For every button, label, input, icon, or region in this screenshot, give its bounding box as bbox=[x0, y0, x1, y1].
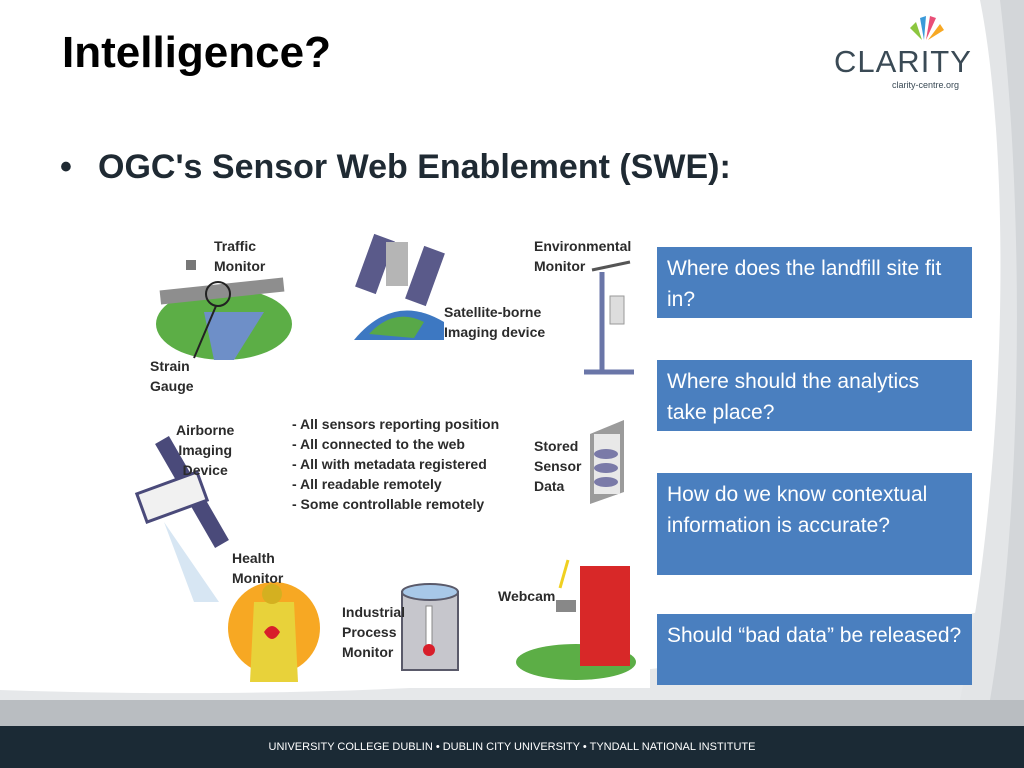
label-strain-gauge-text: Strain Gauge bbox=[150, 358, 194, 394]
label-health-monitor-text: Health Monitor bbox=[232, 550, 284, 586]
traffic-monitor-illustration bbox=[156, 260, 292, 360]
satellite-illustration bbox=[354, 233, 445, 340]
health-monitor-illustration bbox=[228, 582, 320, 682]
label-satellite-text: Satellite-borne Imaging device bbox=[444, 304, 546, 340]
question-box-landfill: Where does the landfill site fit in? bbox=[657, 247, 972, 318]
label-environmental-monitor-text: Environmental Monitor bbox=[534, 238, 632, 274]
webcam-illustration bbox=[516, 559, 636, 680]
label-health-monitor: Health Monitor bbox=[232, 548, 283, 588]
label-airborne-text: Airborne Imaging Device bbox=[176, 422, 235, 478]
label-industrial-text: Industrial Process Monitor bbox=[342, 604, 406, 660]
logo-url: clarity-centre.org bbox=[892, 80, 960, 90]
question-box-analytics: Where should the analytics take place? bbox=[657, 360, 972, 431]
swe-feature: - All connected to the web bbox=[292, 436, 465, 452]
industrial-monitor-illustration bbox=[401, 583, 459, 671]
slide-title: Intelligence? bbox=[62, 28, 331, 77]
main-bullet: • OGC's Sensor Web Enablement (SWE): bbox=[60, 148, 731, 187]
question-box-bad-data: Should “bad data” be released? bbox=[657, 614, 972, 685]
airborne-device-illustration bbox=[134, 436, 229, 602]
label-webcam: Webcam bbox=[498, 586, 555, 606]
diagram-illustrations bbox=[134, 233, 636, 682]
label-traffic-monitor: Traffic Monitor bbox=[214, 236, 265, 276]
label-stored-sensor-text: Stored Sensor Data bbox=[534, 438, 582, 494]
main-bullet-text: OGC's Sensor Web Enablement (SWE): bbox=[98, 148, 731, 186]
logo-fan-icon bbox=[910, 16, 944, 40]
clarity-logo: CLARITY clarity-centre.org bbox=[826, 14, 986, 98]
label-webcam-text: Webcam bbox=[498, 588, 556, 604]
environmental-monitor-illustration bbox=[584, 260, 634, 375]
question-box-context: How do we know contextual information is… bbox=[657, 473, 972, 575]
label-industrial: Industrial Process Monitor bbox=[342, 602, 405, 662]
label-stored-sensor: Stored Sensor Data bbox=[534, 436, 581, 496]
stored-sensor-data-illustration bbox=[590, 420, 624, 504]
swe-feature: - All sensors reporting position bbox=[292, 416, 500, 432]
label-environmental-monitor: Environmental Monitor bbox=[534, 236, 631, 276]
label-traffic-monitor-text: Traffic Monitor bbox=[214, 238, 266, 274]
footer-band bbox=[0, 700, 1024, 726]
swe-feature: - All readable remotely bbox=[292, 476, 442, 492]
logo-wordmark: CLARITY bbox=[834, 44, 972, 79]
swe-features-list: - All sensors reporting position - All c… bbox=[292, 414, 499, 514]
swe-diagram: Traffic Monitor Satellite-borne Imaging … bbox=[124, 222, 650, 688]
label-strain-gauge: Strain Gauge bbox=[150, 356, 194, 396]
label-airborne: Airborne Imaging Device bbox=[176, 420, 234, 480]
swe-feature: - All with metadata registered bbox=[292, 456, 487, 472]
bullet-marker: • bbox=[60, 148, 72, 186]
label-satellite: Satellite-borne Imaging device bbox=[444, 302, 545, 342]
footer-institutions: UNIVERSITY COLLEGE DUBLIN • DUBLIN CITY … bbox=[0, 726, 1024, 768]
swe-feature: - Some controllable remotely bbox=[292, 496, 485, 512]
